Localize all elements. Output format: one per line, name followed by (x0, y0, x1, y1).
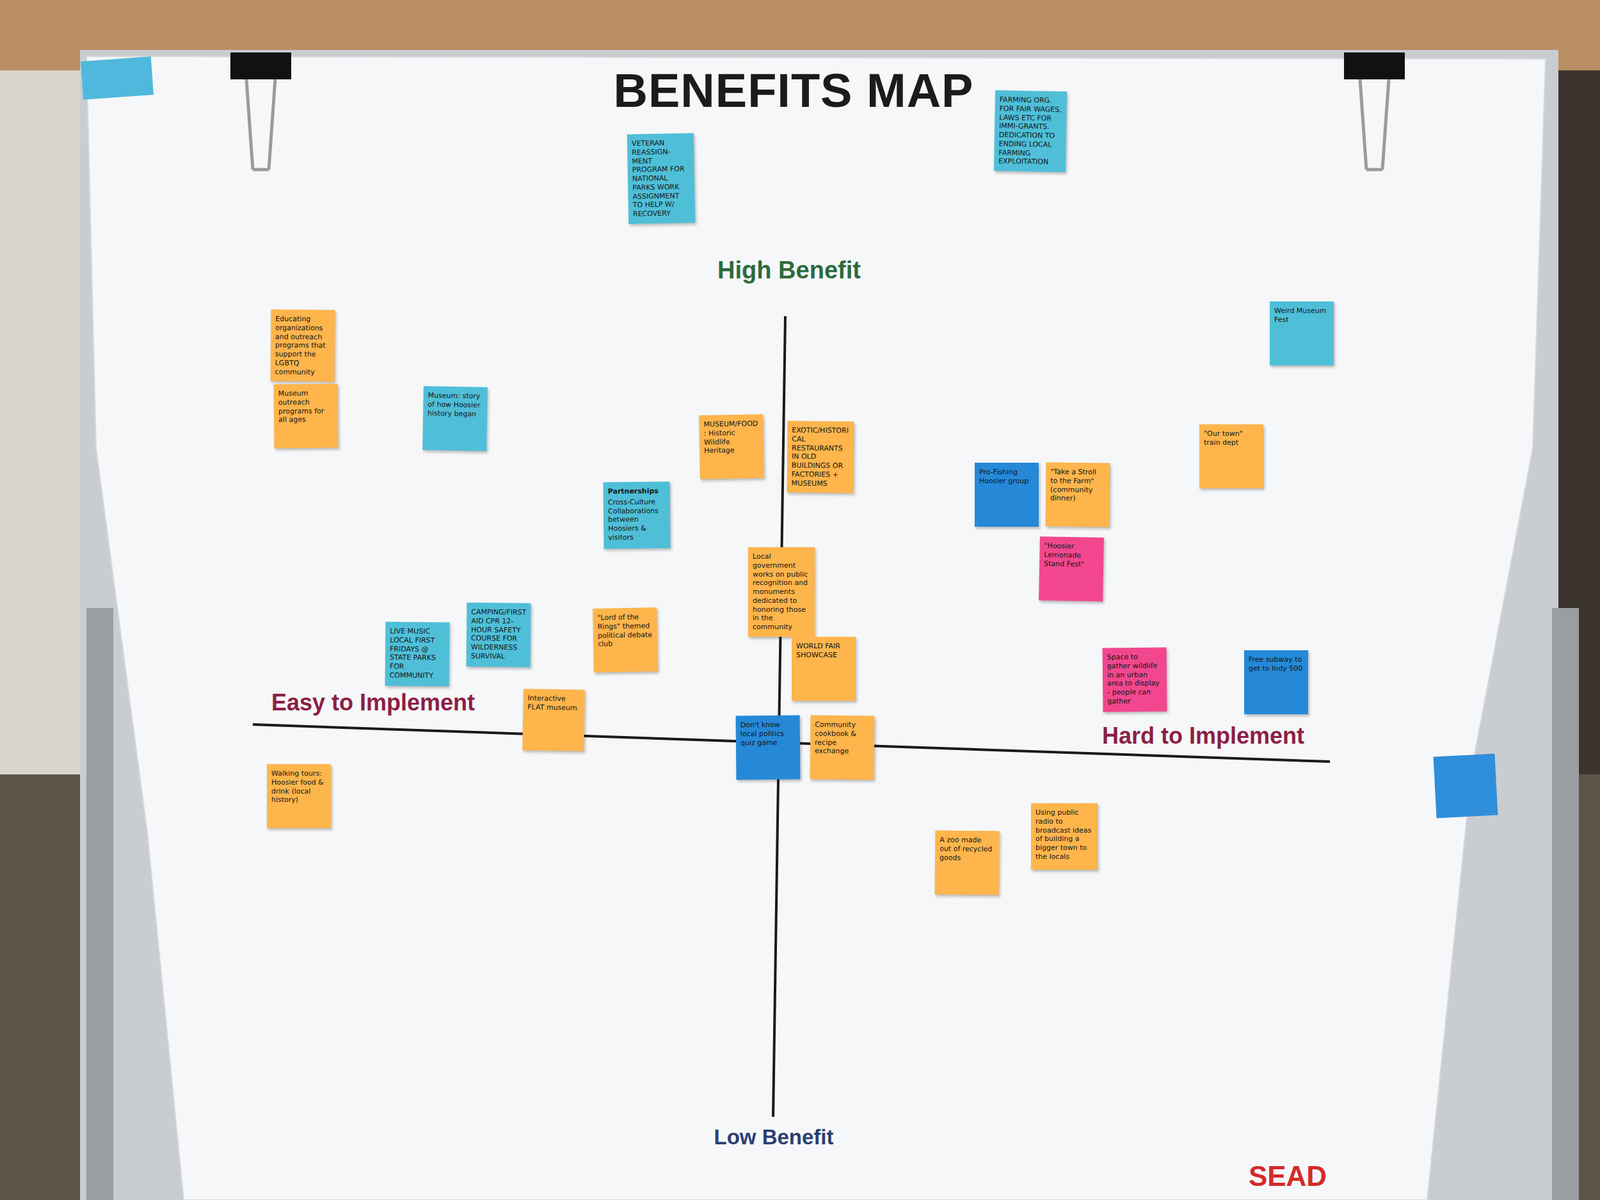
note-text: Space to gather wildlife in an urban are… (1107, 652, 1163, 706)
sticky-note: EXOTIC/HISTORICAL RESTAURANTS IN OLD BUI… (787, 420, 855, 493)
stand-leg-right (1552, 608, 1579, 1200)
sticky-note: MUSEUM/FOOD: Historic Wildlife Heritage (698, 414, 765, 480)
note-text: Walking tours: Hoosier food & drink (loc… (271, 769, 327, 805)
sticky-note: Space to gather wildlife in an urban are… (1102, 647, 1168, 713)
sticky-note: Community cookbook & recipe exchange (810, 715, 875, 781)
note-text: Educating organizations and outreach pro… (275, 314, 331, 377)
whiteboard-frame (80, 49, 1559, 1200)
logo-text: SEAD (1248, 1160, 1327, 1192)
sticky-note: "Hoosier Lemonade Stand Fest" (1038, 536, 1104, 602)
sticky-note: "Take a Stroll to the Farm" (community d… (1045, 462, 1111, 528)
note-text: "Lord of the Rings" themed political deb… (597, 612, 653, 649)
clip-body (230, 52, 292, 80)
sticky-note: Don't know local politics quiz game (736, 715, 801, 781)
binder-clip-right (1344, 52, 1405, 170)
sticky-note: Weird Museum Fest (1269, 301, 1334, 366)
note-text: "Hoosier Lemonade Stand Fest" (1043, 541, 1100, 569)
blank-sticky-note (80, 56, 154, 100)
note-text: CAMPING/FIRST AID CPR 12-HOUR SAFETY COU… (471, 608, 527, 662)
sticky-note: CAMPING/FIRST AID CPR 12-HOUR SAFETY COU… (466, 602, 532, 668)
sticky-note: Interactive FLAT museum (522, 688, 585, 752)
sticky-note: Pro-Fishing Hoosier group (974, 462, 1039, 527)
axis-label: Low Benefit (714, 1125, 834, 1149)
sticky-note: WORLD FAIR SHOWCASE (791, 636, 856, 701)
note-text: Interactive FLAT museum (527, 693, 580, 713)
sticky-note: FARMING ORG. FOR FAIR WAGES, LAWS ETC FO… (993, 90, 1067, 173)
clip-handle (1360, 79, 1389, 170)
note-text: MUSEUM/FOOD: Historic Wildlife Heritage (703, 419, 760, 456)
sticky-note: Museum outreach programs for all ages (273, 384, 339, 449)
sticky-note: Free subway to get to Indy 500 (1244, 650, 1309, 715)
sticky-note: "Our town" train dept (1199, 424, 1264, 489)
note-text: Museum outreach programs for all ages (278, 389, 334, 425)
sticky-note: Museum: story of how Hoosier history beg… (422, 385, 488, 452)
note-text: Don't know local politics quiz game (740, 720, 796, 748)
note-text: "Our town" train dept (1203, 429, 1259, 448)
blank-sticky-note (1433, 753, 1499, 819)
note-text: Local government works on public recogni… (752, 552, 811, 632)
note-text: VETERAN REASSIGN-MENT PROGRAM FOR NATION… (631, 138, 691, 219)
sticky-note: Educating organizations and outreach pro… (270, 309, 336, 382)
poster-paper (86, 56, 1546, 1200)
note-text: A zoo made out of recycled goods (939, 835, 995, 863)
note-text: Pro-Fishing Hoosier group (979, 467, 1035, 486)
sticky-note: Using public radio to broadcast ideas of… (1031, 803, 1098, 870)
sticky-note: Local government works on public recogni… (748, 547, 815, 637)
note-text: Free subway to get to Indy 500 (1248, 655, 1304, 674)
clip-body (1344, 52, 1405, 80)
note-text: Museum: story of how Hoosier history beg… (427, 391, 484, 419)
map-title: BENEFITS MAP (613, 64, 975, 117)
note-text: Weird Museum Fest (1274, 306, 1330, 325)
axis-label: High Benefit (717, 257, 861, 285)
sticky-note: VETERAN REASSIGN-MENT PROGRAM FOR NATION… (627, 133, 696, 224)
note-text: WORLD FAIR SHOWCASE (796, 641, 852, 660)
note-text: Using public radio to broadcast ideas of… (1035, 808, 1094, 862)
clip-handle (246, 79, 276, 170)
sticky-note: "Lord of the Rings" themed political deb… (592, 607, 658, 673)
axis-label: Easy to Implement (271, 689, 475, 716)
note-heading: Partnerships (608, 487, 666, 497)
axis-label: Hard to Implement (1102, 723, 1305, 749)
note-text: FARMING ORG. FOR FAIR WAGES, LAWS ETC FO… (998, 95, 1063, 168)
binder-clip-left (230, 52, 292, 170)
sticky-note: PartnershipsCross-Culture Collaborations… (603, 481, 671, 550)
stand-leg-left (86, 608, 114, 1200)
note-text: LIVE MUSIC LOCAL FIRST FRIDAYS @ STATE P… (389, 627, 446, 681)
sticky-note: Walking tours: Hoosier food & drink (loc… (266, 764, 331, 829)
sticky-note: A zoo made out of recycled goods (935, 830, 1000, 896)
note-text: Community cookbook & recipe exchange (814, 720, 870, 757)
note-text: Cross-Culture Collaborations between Hoo… (608, 497, 667, 543)
sticky-note: LIVE MUSIC LOCAL FIRST FRIDAYS @ STATE P… (385, 622, 450, 687)
note-text: EXOTIC/HISTORICAL RESTAURANTS IN OLD BUI… (791, 425, 850, 488)
note-text: "Take a Stroll to the Farm" (community d… (1050, 467, 1106, 504)
